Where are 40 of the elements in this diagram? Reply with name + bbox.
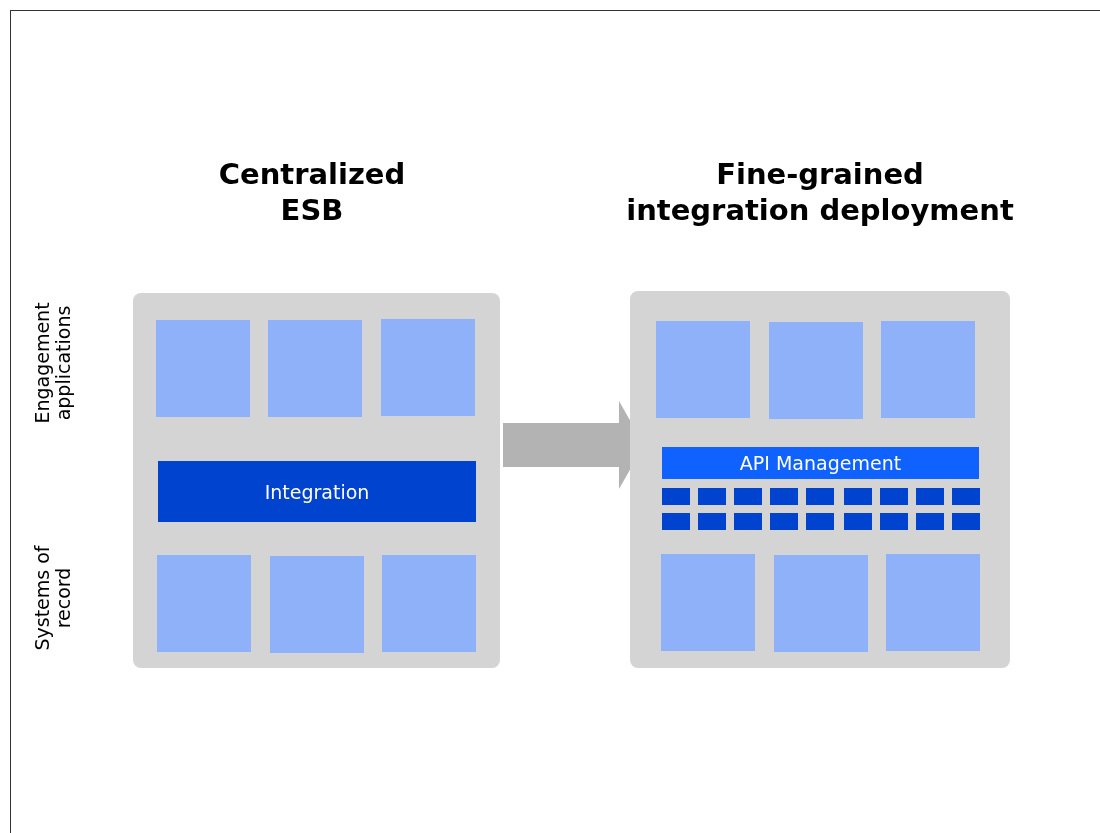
application-block bbox=[656, 321, 750, 418]
bar-label: Integration bbox=[264, 480, 370, 503]
application-block bbox=[769, 322, 863, 419]
application-block bbox=[886, 554, 980, 651]
service-block bbox=[880, 488, 908, 505]
row-label: Engagement applications bbox=[32, 301, 74, 426]
service-block bbox=[734, 488, 762, 505]
application-block bbox=[156, 320, 250, 417]
service-block bbox=[698, 488, 726, 505]
service-block bbox=[806, 488, 834, 505]
api-management-bar bbox=[662, 447, 979, 479]
service-block bbox=[770, 488, 798, 505]
application-block bbox=[774, 555, 868, 652]
bar-label: API Management bbox=[739, 452, 902, 474]
column-heading: Fine-grained integration deployment bbox=[625, 156, 1015, 228]
service-block bbox=[916, 488, 944, 505]
application-block bbox=[157, 555, 251, 652]
service-block bbox=[662, 488, 690, 505]
application-block bbox=[382, 555, 476, 652]
service-block bbox=[698, 513, 726, 530]
service-block bbox=[952, 513, 980, 530]
service-block bbox=[734, 513, 762, 530]
service-block bbox=[916, 513, 944, 530]
application-block bbox=[661, 554, 755, 651]
application-block bbox=[268, 320, 362, 417]
service-block bbox=[880, 513, 908, 530]
panel bbox=[133, 293, 500, 668]
integration-bar bbox=[158, 461, 476, 522]
service-block bbox=[844, 488, 872, 505]
panel bbox=[630, 291, 1010, 668]
service-block bbox=[806, 513, 834, 530]
service-block bbox=[770, 513, 798, 530]
application-block bbox=[270, 556, 364, 653]
service-block bbox=[662, 513, 690, 530]
service-block bbox=[952, 488, 980, 505]
service-block bbox=[844, 513, 872, 530]
row-label: Systems of record bbox=[32, 544, 74, 653]
application-block bbox=[881, 321, 975, 418]
column-heading: Centralized ESB bbox=[217, 156, 407, 228]
application-block bbox=[381, 319, 475, 416]
